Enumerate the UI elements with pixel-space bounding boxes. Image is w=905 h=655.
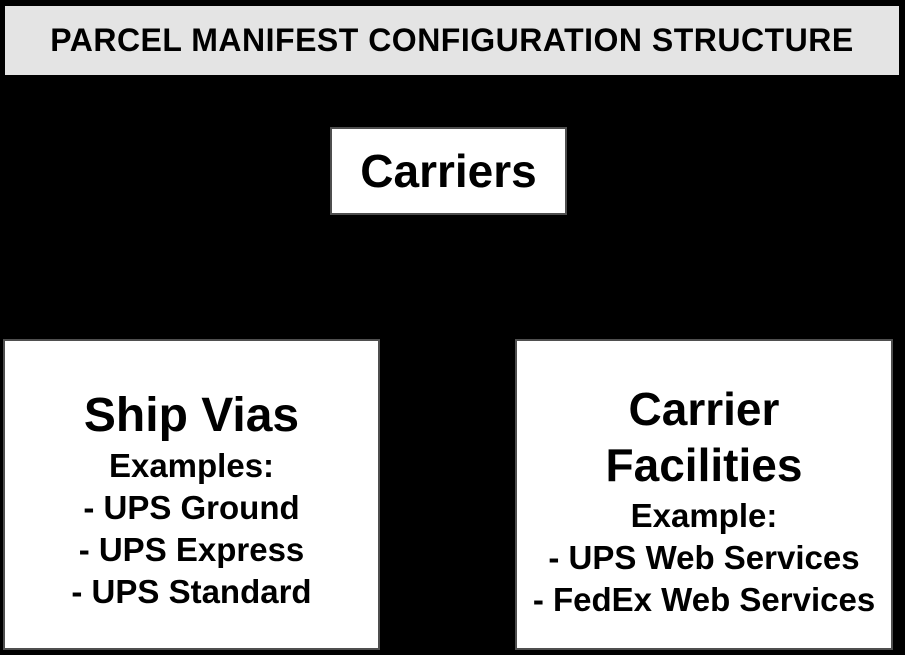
page-title: PARCEL MANIFEST CONFIGURATION STRUCTURE	[50, 22, 854, 58]
node-ship-vias-subtitle: Examples:	[108, 447, 275, 484]
list-item: - UPS Web Services	[548, 539, 860, 576]
node-carriers-label: Carriers	[360, 145, 537, 197]
node-carriers: Carriers	[330, 127, 567, 215]
title-bar: PARCEL MANIFEST CONFIGURATION STRUCTURE	[3, 4, 901, 77]
node-carrier-facilities: Carrier Facilities Example: - UPS Web Se…	[515, 339, 893, 650]
node-ship-vias-title: Ship Vias	[83, 389, 300, 442]
list-item: - UPS Ground	[83, 489, 300, 526]
node-ship-vias: Ship Vias Examples: - UPS Ground - UPS E…	[3, 339, 380, 650]
node-carrier-facilities-subtitle: Example:	[630, 497, 778, 534]
node-carrier-facilities-title: Carrier Facilities	[605, 383, 803, 491]
list-item: - FedEx Web Services	[532, 581, 876, 618]
list-item: - UPS Express	[78, 531, 305, 568]
list-item: - UPS Standard	[71, 573, 312, 610]
